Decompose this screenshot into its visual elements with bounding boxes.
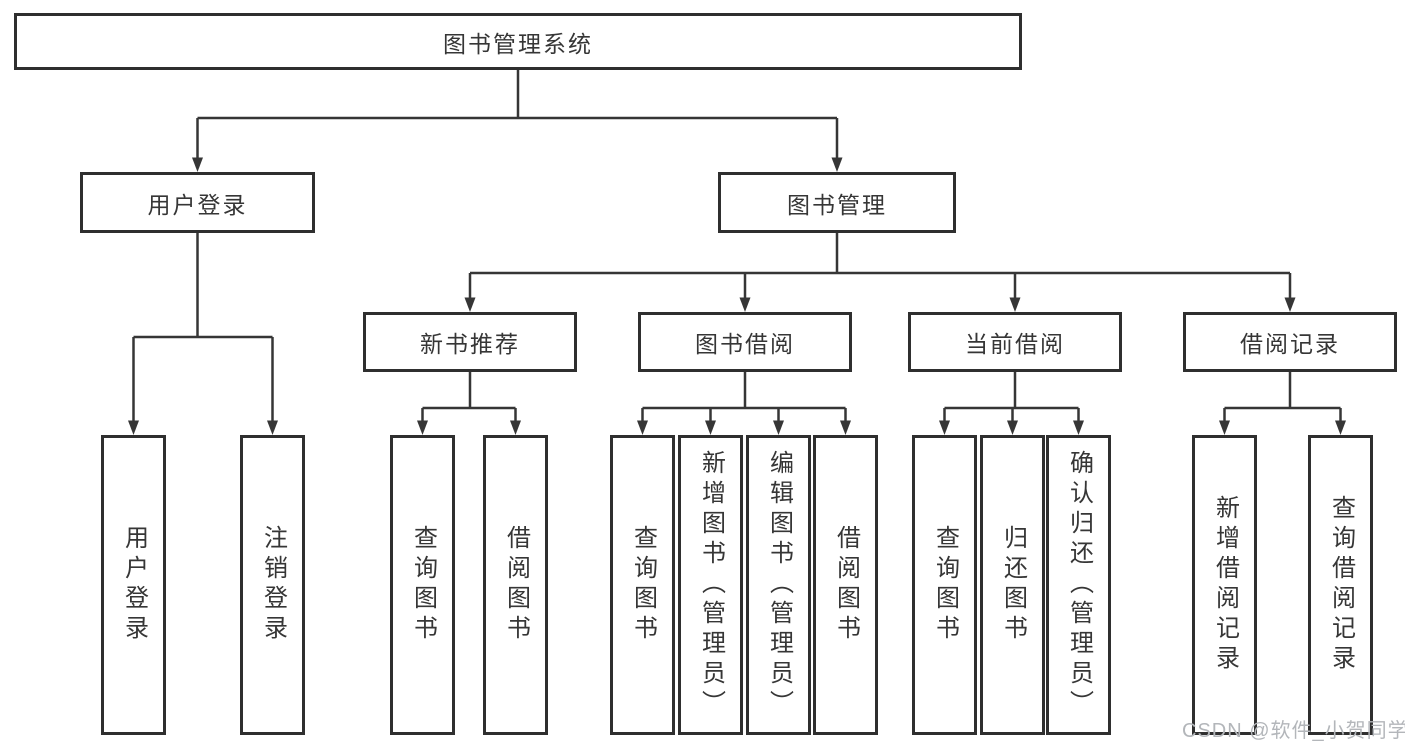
leaf-logout: 注销登录 [240,435,305,735]
node-user-login: 用户登录 [80,172,315,233]
node-root-system: 图书管理系统 [14,13,1022,70]
node-book-borrowing: 图书借阅 [638,312,852,372]
connector-lines [132,70,1342,422]
edge-login-split [132,233,274,422]
edge-rec-split [421,372,517,422]
edge-records-split [1223,372,1342,422]
node-book-management: 图书管理 [718,172,956,233]
node-new-book-recommend: 新书推荐 [363,312,577,372]
leaf-edit-books-admin: 编辑图书（管理员） [746,435,811,735]
node-borrowing-records: 借阅记录 [1183,312,1397,372]
leaf-add-borrow-record: 新增借阅记录 [1192,435,1257,735]
csdn-watermark: CSDN @软件_小贺同学 [1182,720,1405,742]
leaf-add-books-admin: 新增图书（管理员） [678,435,743,735]
edge-borrow-split [641,372,847,422]
leaf-confirm-return-admin: 确认归还（管理员） [1046,435,1111,735]
leaf-query-books-recommend: 查询图书 [390,435,455,735]
edge-mgmt-split [468,233,1292,299]
leaf-borrow-books-recommend: 借阅图书 [483,435,548,735]
node-current-borrowing: 当前借阅 [908,312,1122,372]
leaf-user-login: 用户登录 [101,435,166,735]
leaf-query-books-borrowing: 查询图书 [610,435,675,735]
leaf-return-books: 归还图书 [980,435,1045,735]
edge-current-split [943,372,1080,422]
leaf-query-books-current: 查询图书 [912,435,977,735]
edge-root-split [196,70,839,159]
leaf-borrow-books: 借阅图书 [813,435,878,735]
leaf-query-borrow-record: 查询借阅记录 [1308,435,1373,735]
